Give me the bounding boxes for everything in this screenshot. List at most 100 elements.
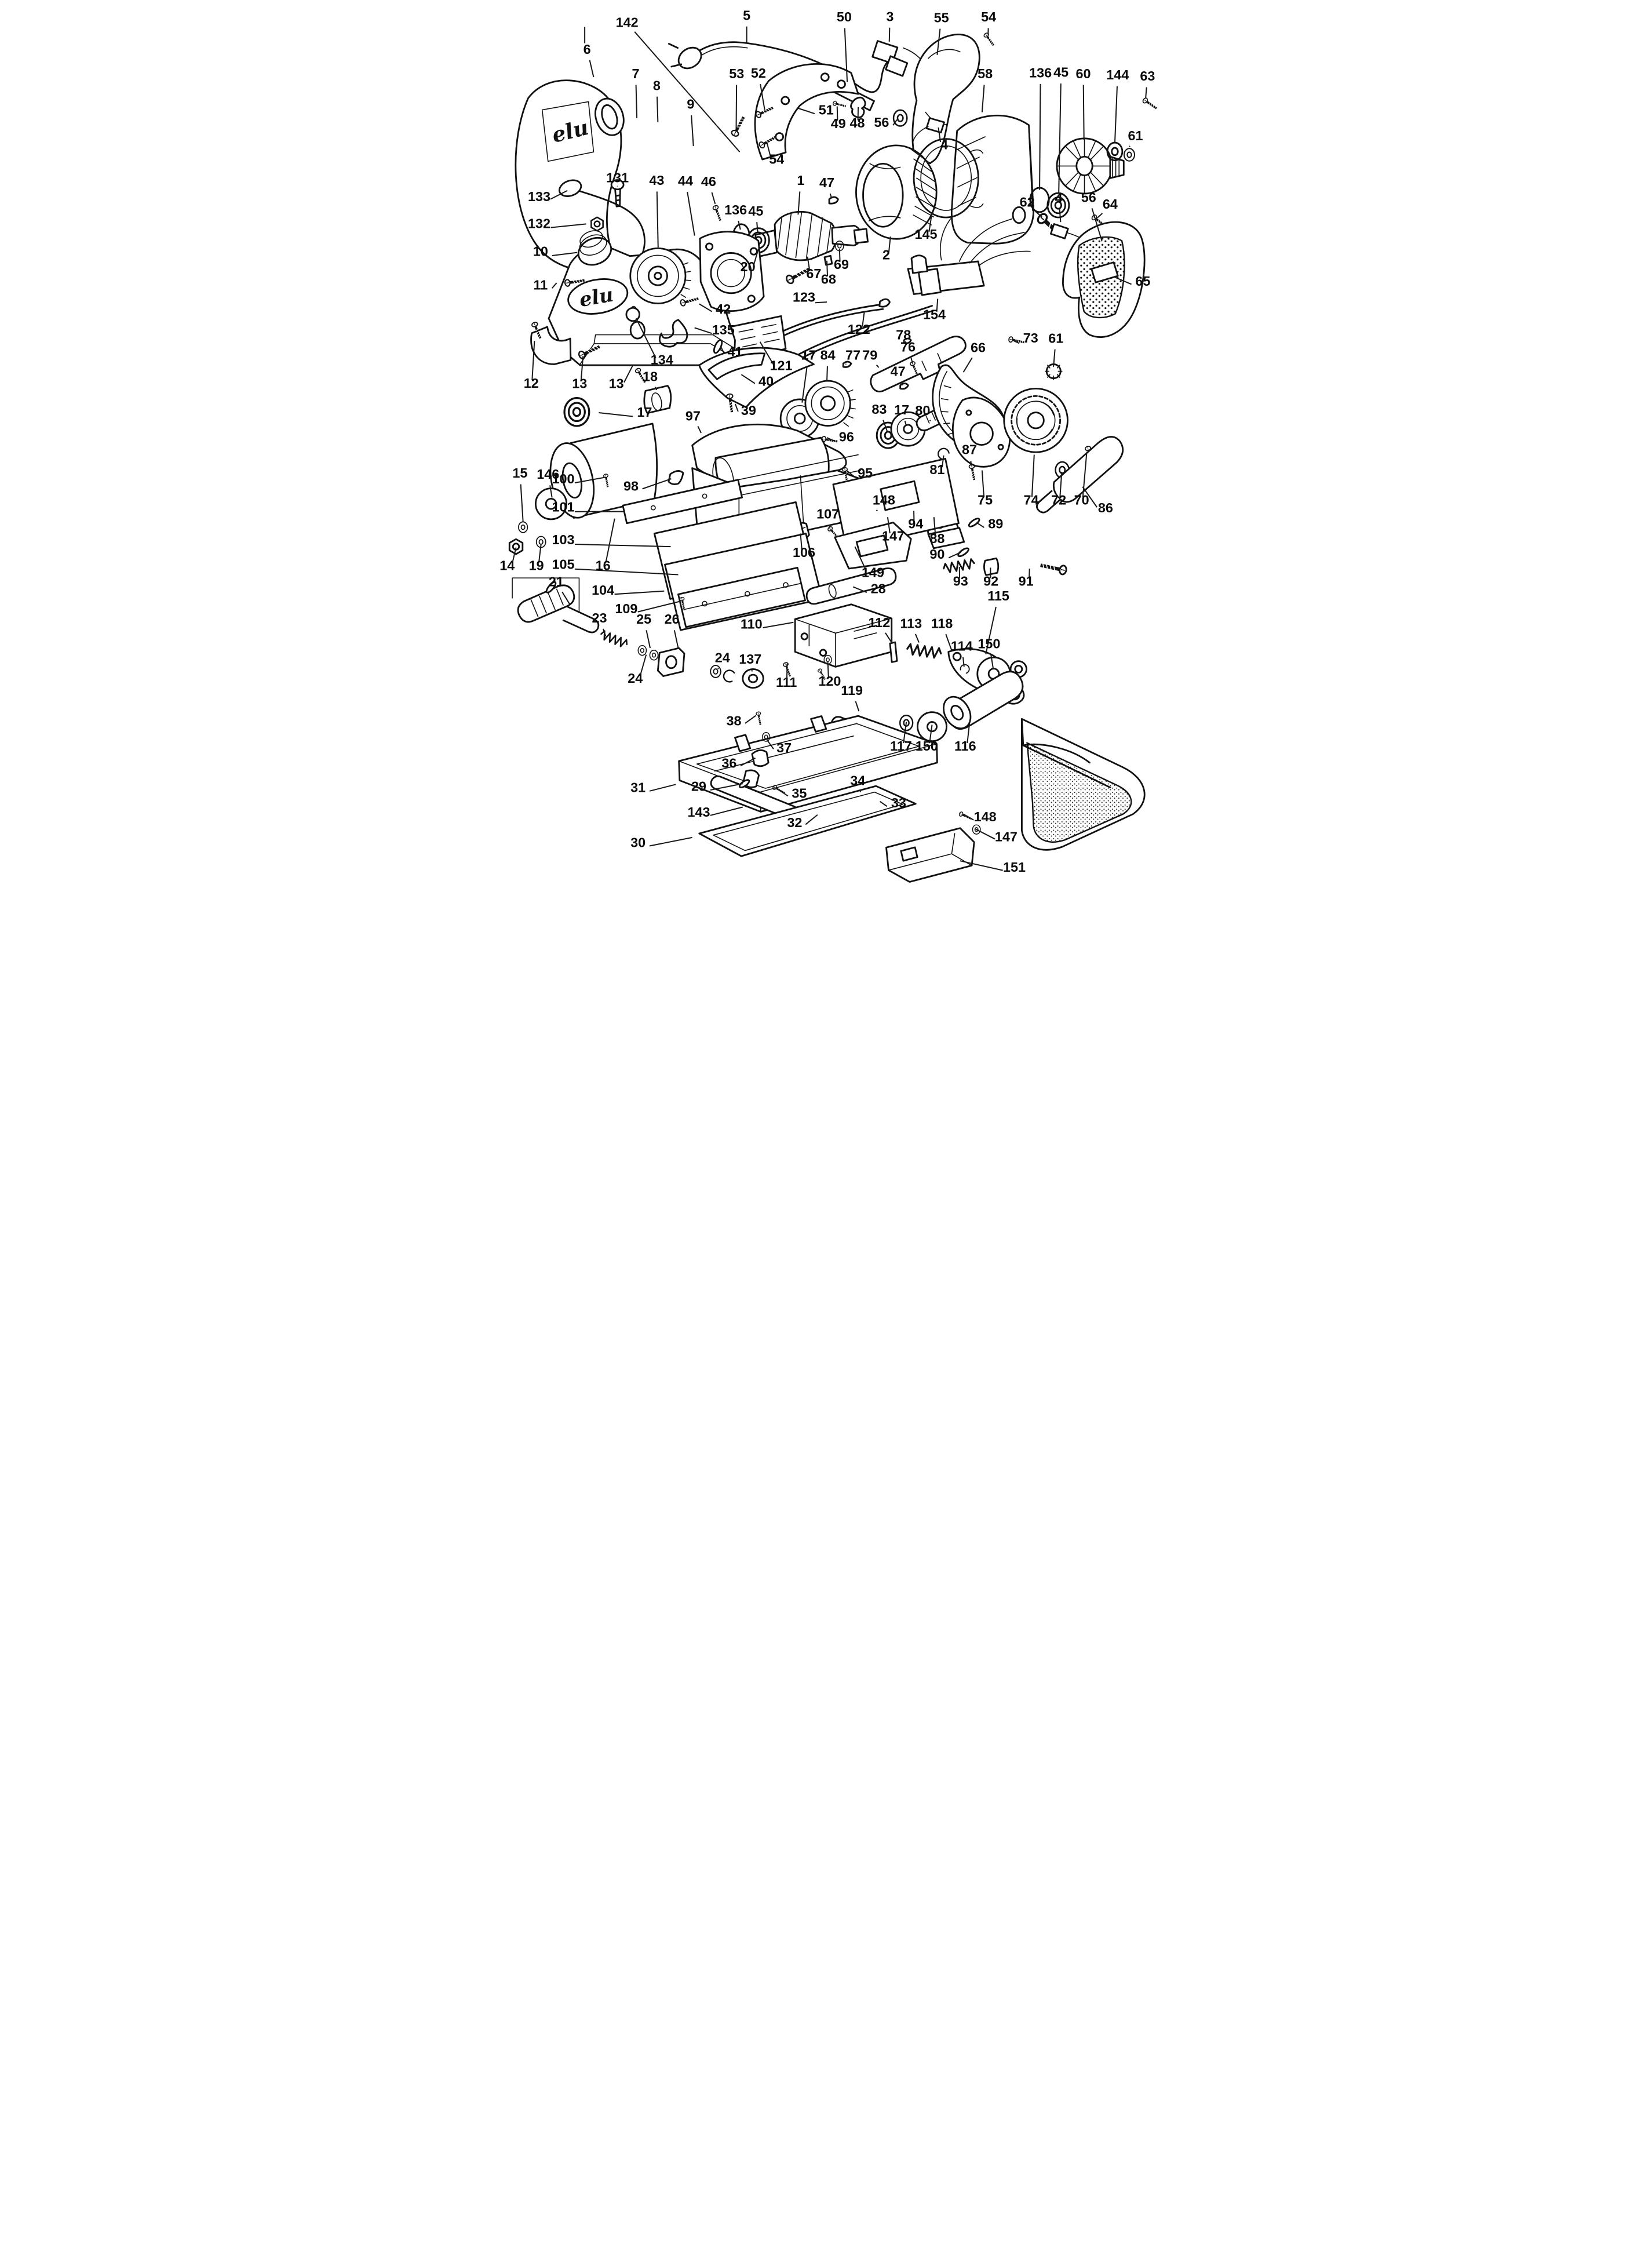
leader-76 (910, 357, 913, 364)
part-label-97: 97 (685, 408, 700, 423)
leader-72 (1059, 471, 1062, 497)
part-label-29: 29 (691, 779, 706, 794)
leader-12 (531, 341, 535, 380)
bracket-110 (794, 603, 892, 668)
part-label-30: 30 (630, 835, 646, 850)
leader-105 (574, 568, 679, 576)
part-label-95: 95 (858, 465, 873, 480)
part-label-75: 75 (978, 492, 993, 507)
part-label-104: 104 (592, 583, 614, 598)
part-label-146: 146 (537, 467, 559, 482)
leader-47 (829, 193, 832, 199)
leader-36 (740, 757, 756, 767)
part-label-47: 47 (819, 175, 834, 190)
leader-145 (928, 212, 933, 232)
wire-clip-135 (658, 319, 688, 348)
leader-17 (598, 412, 633, 417)
part-label-105: 105 (552, 556, 574, 571)
part-label-73: 73 (1023, 330, 1038, 345)
washer-15 (517, 521, 528, 533)
leader-88 (933, 517, 936, 536)
part-label-134: 134 (650, 352, 673, 367)
sleeve-18 (643, 385, 672, 414)
part-label-51: 51 (818, 103, 833, 118)
part-label-150: 150 (915, 738, 938, 753)
leader-106 (799, 533, 803, 550)
leader-18 (654, 387, 657, 391)
part-label-4: 4 (940, 137, 947, 152)
part-label-17: 17 (801, 347, 816, 362)
circlip-26 (721, 668, 735, 683)
leader-116 (966, 719, 971, 744)
gear-cover-43 (629, 247, 691, 304)
leader-61 (1052, 349, 1056, 366)
pulley-flange-75 (951, 396, 1011, 468)
part-label-48: 48 (849, 115, 865, 130)
leader-97 (697, 426, 702, 434)
part-label-31: 31 (630, 780, 646, 795)
leader-95 (845, 469, 854, 477)
part-label-121: 121 (770, 358, 792, 373)
part-label-2: 2 (882, 247, 889, 263)
screw-46 (711, 203, 724, 223)
leader-149 (854, 546, 867, 571)
leader-17 (904, 420, 907, 427)
part-label-24: 24 (628, 671, 643, 686)
leader-9 (690, 115, 694, 147)
leader-58 (981, 85, 985, 112)
part-label-64: 64 (1102, 196, 1117, 212)
washer-24b (649, 650, 658, 661)
part-label-87: 87 (962, 442, 977, 457)
leader-37 (766, 740, 774, 749)
leader-2 (888, 236, 891, 253)
part-label-90: 90 (929, 547, 944, 562)
spring-23 (598, 629, 629, 649)
part-label-17: 17 (894, 402, 909, 417)
leader-133 (550, 190, 568, 200)
part-label-43: 43 (649, 173, 664, 188)
part-label-8: 8 (652, 78, 660, 93)
part-label-67: 67 (806, 266, 821, 281)
air-baffle-145 (913, 138, 983, 219)
screw-38 (754, 711, 764, 726)
part-label-17: 17 (637, 405, 652, 420)
side-cover-151 (885, 827, 975, 883)
leader-89 (976, 522, 984, 528)
part-label-76: 76 (900, 339, 915, 354)
leader-104 (614, 590, 664, 595)
brush-4-right (1049, 223, 1094, 248)
leader-143 (710, 806, 743, 816)
part-label-13: 13 (572, 376, 587, 391)
leader-lines (511, 26, 1147, 871)
part-label-39: 39 (741, 403, 756, 418)
leader-41 (720, 346, 725, 354)
leader-43 (656, 191, 659, 247)
part-label-24: 24 (714, 650, 730, 665)
leader-6 (589, 60, 594, 78)
part-label-61: 61 (1048, 330, 1063, 345)
part-label-101: 101 (552, 500, 574, 515)
inner-guard-40 (698, 347, 815, 409)
belt-guard-cover (1062, 221, 1146, 338)
main-housing: elu (530, 230, 736, 366)
washer-47 (828, 196, 839, 205)
part-label-78: 78 (896, 327, 911, 342)
leader-44 (686, 191, 695, 236)
part-label-135: 135 (712, 322, 734, 337)
leader-4 (1059, 209, 1061, 223)
part-label-56: 56 (874, 115, 889, 130)
leader-81 (941, 455, 944, 468)
base-plate-30 (698, 785, 917, 857)
part-label-63: 63 (1140, 68, 1155, 83)
part-label-111: 111 (776, 675, 797, 690)
pin-112 (889, 641, 898, 663)
leader-150 (990, 654, 994, 669)
part-label-14: 14 (499, 558, 515, 573)
leader-1 (797, 191, 800, 215)
part-label-33: 33 (891, 795, 906, 810)
plate-104 (677, 566, 806, 628)
leader-151 (960, 860, 1003, 871)
part-label-77: 77 (845, 347, 860, 362)
leader-109 (637, 600, 680, 613)
part-label-20: 20 (740, 259, 755, 274)
